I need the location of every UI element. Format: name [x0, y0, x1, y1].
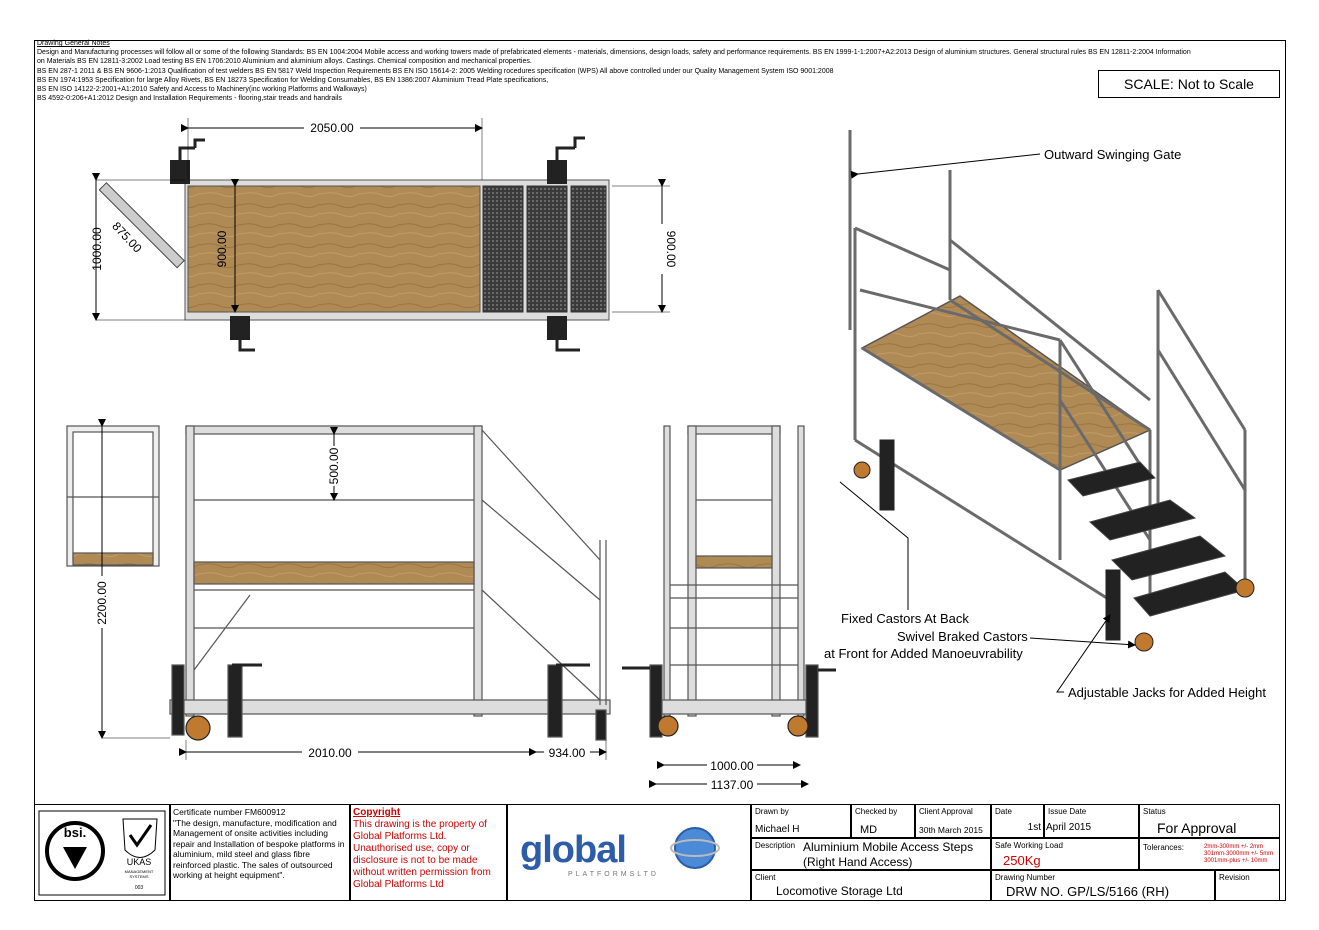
tolerance-line: 2mm-300mm +/- 2mm — [1204, 844, 1264, 850]
notes-line: on Materials BS EN 12811-3:2002 Load tes… — [37, 58, 532, 66]
description-cell: Description Aluminium Mobile Access Step… — [751, 838, 991, 870]
end-elevation — [622, 425, 836, 788]
callout-gate: Outward Swinging Gate — [1044, 147, 1181, 162]
callout-swivel-castors-2: at Front for Added Manoeuvrability — [824, 646, 1023, 661]
client-label: Client — [755, 873, 776, 882]
certification-logos: bsi. UKAS MANAGEMENT SYSTEMS 003 — [34, 804, 170, 901]
gate-bar — [98, 182, 185, 269]
ukas-line: SYSTEMS — [129, 874, 148, 879]
callout-jacks: Adjustable Jacks for Added Height — [1068, 685, 1266, 700]
revision-cell: Revision — [1215, 870, 1280, 901]
globe-icon — [670, 827, 720, 869]
certificate-number: Certificate number FM600912 — [173, 807, 286, 817]
tolerances-label: Tolerances: — [1143, 843, 1184, 852]
dim-plan-length: 2050.00 — [310, 121, 354, 135]
checked-by-cell: Checked by MD — [851, 804, 915, 838]
issue-date-cell: Issue Date April 2015 — [1044, 804, 1139, 838]
date-value: 1st — [1027, 822, 1041, 833]
side-elevation — [66, 419, 611, 760]
issue-date-label: Issue Date — [1048, 807, 1087, 816]
checked-by: MD — [860, 824, 878, 836]
client-approval-cell: Client Approval 30th March 2015 — [915, 804, 991, 838]
notes-line: BS EN ISO 14122-2:2001+A1:2010 Safety an… — [37, 86, 367, 94]
status-label: Status — [1143, 807, 1166, 816]
dim-plan-width-left: 900.00 — [215, 230, 229, 267]
status-badge: For Approval — [1157, 820, 1237, 836]
technical-drawing: 2050.00 900.00 900.00 1000.00 875.00 — [66, 118, 1266, 792]
scale-box: SCALE: Not to Scale — [1098, 70, 1280, 98]
scale-label: SCALE: Not to Scale — [1124, 76, 1254, 92]
notes-title: Drawing General Notes — [37, 40, 110, 47]
callout-fixed-castors: Fixed Castors At Back — [841, 611, 969, 626]
title-block: bsi. UKAS MANAGEMENT SYSTEMS 003 Certifi… — [34, 804, 1286, 901]
dim-plan-width-right: 900.00 — [664, 231, 678, 268]
ukas-code: 003 — [135, 885, 144, 891]
plan-view: 2050.00 900.00 900.00 1000.00 875.00 — [90, 118, 678, 352]
ukas-line: MANAGEMENT — [125, 869, 154, 874]
date-label: Date — [995, 807, 1012, 816]
notes-line: BS 4592-0:206+A1:2012 Design and Install… — [37, 95, 342, 103]
drawing-number-cell: Drawing Number DRW NO. GP/LS/5166 (RH) — [991, 870, 1215, 901]
description-label: Description — [755, 841, 796, 850]
logo-text: global — [520, 829, 627, 871]
description-line-2: (Right Hand Access) — [803, 855, 913, 869]
certificate-text: "The design, manufacture, modification a… — [173, 817, 345, 881]
dim-handrail-height: 500.00 — [327, 447, 341, 484]
revision-label: Revision — [1219, 873, 1250, 882]
tolerances-cell: Tolerances: 2mm-300mm +/- 2mm 301mm-3000… — [1139, 838, 1280, 870]
copyright-cell: Copyright This drawing is the property o… — [350, 804, 507, 901]
drawing-number: DRW NO. GP/LS/5166 (RH) — [1006, 884, 1170, 899]
logo-subtext: PLATFORMSLTD — [568, 871, 659, 878]
dim-end-inner: 1000.00 — [710, 759, 754, 773]
drawn-by-label: Drawn by — [755, 807, 789, 816]
issue-date: April 2015 — [1046, 822, 1092, 833]
description-line-1: Aluminium Mobile Access Steps — [803, 840, 974, 854]
notes-line: BS EN 1974:1953 Specification for large … — [37, 76, 549, 84]
company-logo: global PLATFORMSLTD — [507, 804, 751, 901]
client-name: Locomotive Storage Ltd — [776, 884, 903, 898]
date-cell: Date 1st — [991, 804, 1044, 838]
iso-platform — [860, 295, 1152, 471]
swl-value: 250Kg — [1003, 853, 1041, 868]
dim-gate-span: 1000.00 — [90, 227, 104, 271]
certificate-cell: Certificate number FM600912 "The design,… — [170, 804, 350, 901]
client-approval: 30th March 2015 — [919, 825, 983, 835]
svg-text:bsi.: bsi. — [64, 825, 86, 840]
dim-end-outer: 1137.00 — [711, 778, 754, 792]
ukas-label: UKAS — [127, 857, 152, 867]
drawn-by-cell: Drawn by Michael H — [751, 804, 851, 838]
drawn-by: Michael H — [755, 824, 800, 835]
isometric-view — [848, 130, 1255, 652]
swl-label: Safe Working Load — [995, 841, 1063, 850]
client-approval-label: Client Approval — [919, 807, 973, 816]
copyright-text: This drawing is the property of Global P… — [353, 819, 491, 890]
checked-by-label: Checked by — [855, 807, 898, 816]
dim-stair-projection: 934.00 — [549, 746, 586, 760]
callout-swivel-castors: Swivel Braked Castors — [897, 629, 1028, 644]
dim-base-length: 2010.00 — [308, 746, 352, 760]
client-cell: Client Locomotive Storage Ltd — [751, 870, 991, 901]
drawing-number-label: Drawing Number — [995, 873, 1056, 882]
dim-overall-height: 2200.00 — [95, 581, 109, 625]
copyright-title: Copyright — [353, 807, 401, 818]
bsi-ukas-logo: bsi. UKAS MANAGEMENT SYSTEMS 003 — [38, 810, 166, 896]
notes-line: BS EN 287-1 2011 & BS EN 9606-1:2013 Qua… — [37, 67, 834, 75]
callout-leaders — [839, 153, 1136, 693]
swl-cell: Safe Working Load 250Kg — [991, 838, 1139, 870]
general-notes: Drawing General Notes Design and Manufac… — [37, 39, 1282, 103]
tolerance-line: 3001mm-plus +/- 10mm — [1204, 858, 1268, 864]
notes-line: Design and Manufacturing processes will … — [37, 49, 1191, 57]
status-cell: Status For Approval — [1139, 804, 1280, 838]
platform-deck — [187, 185, 481, 313]
tolerance-line: 301mm-3000mm +/- 5mm — [1204, 851, 1274, 857]
